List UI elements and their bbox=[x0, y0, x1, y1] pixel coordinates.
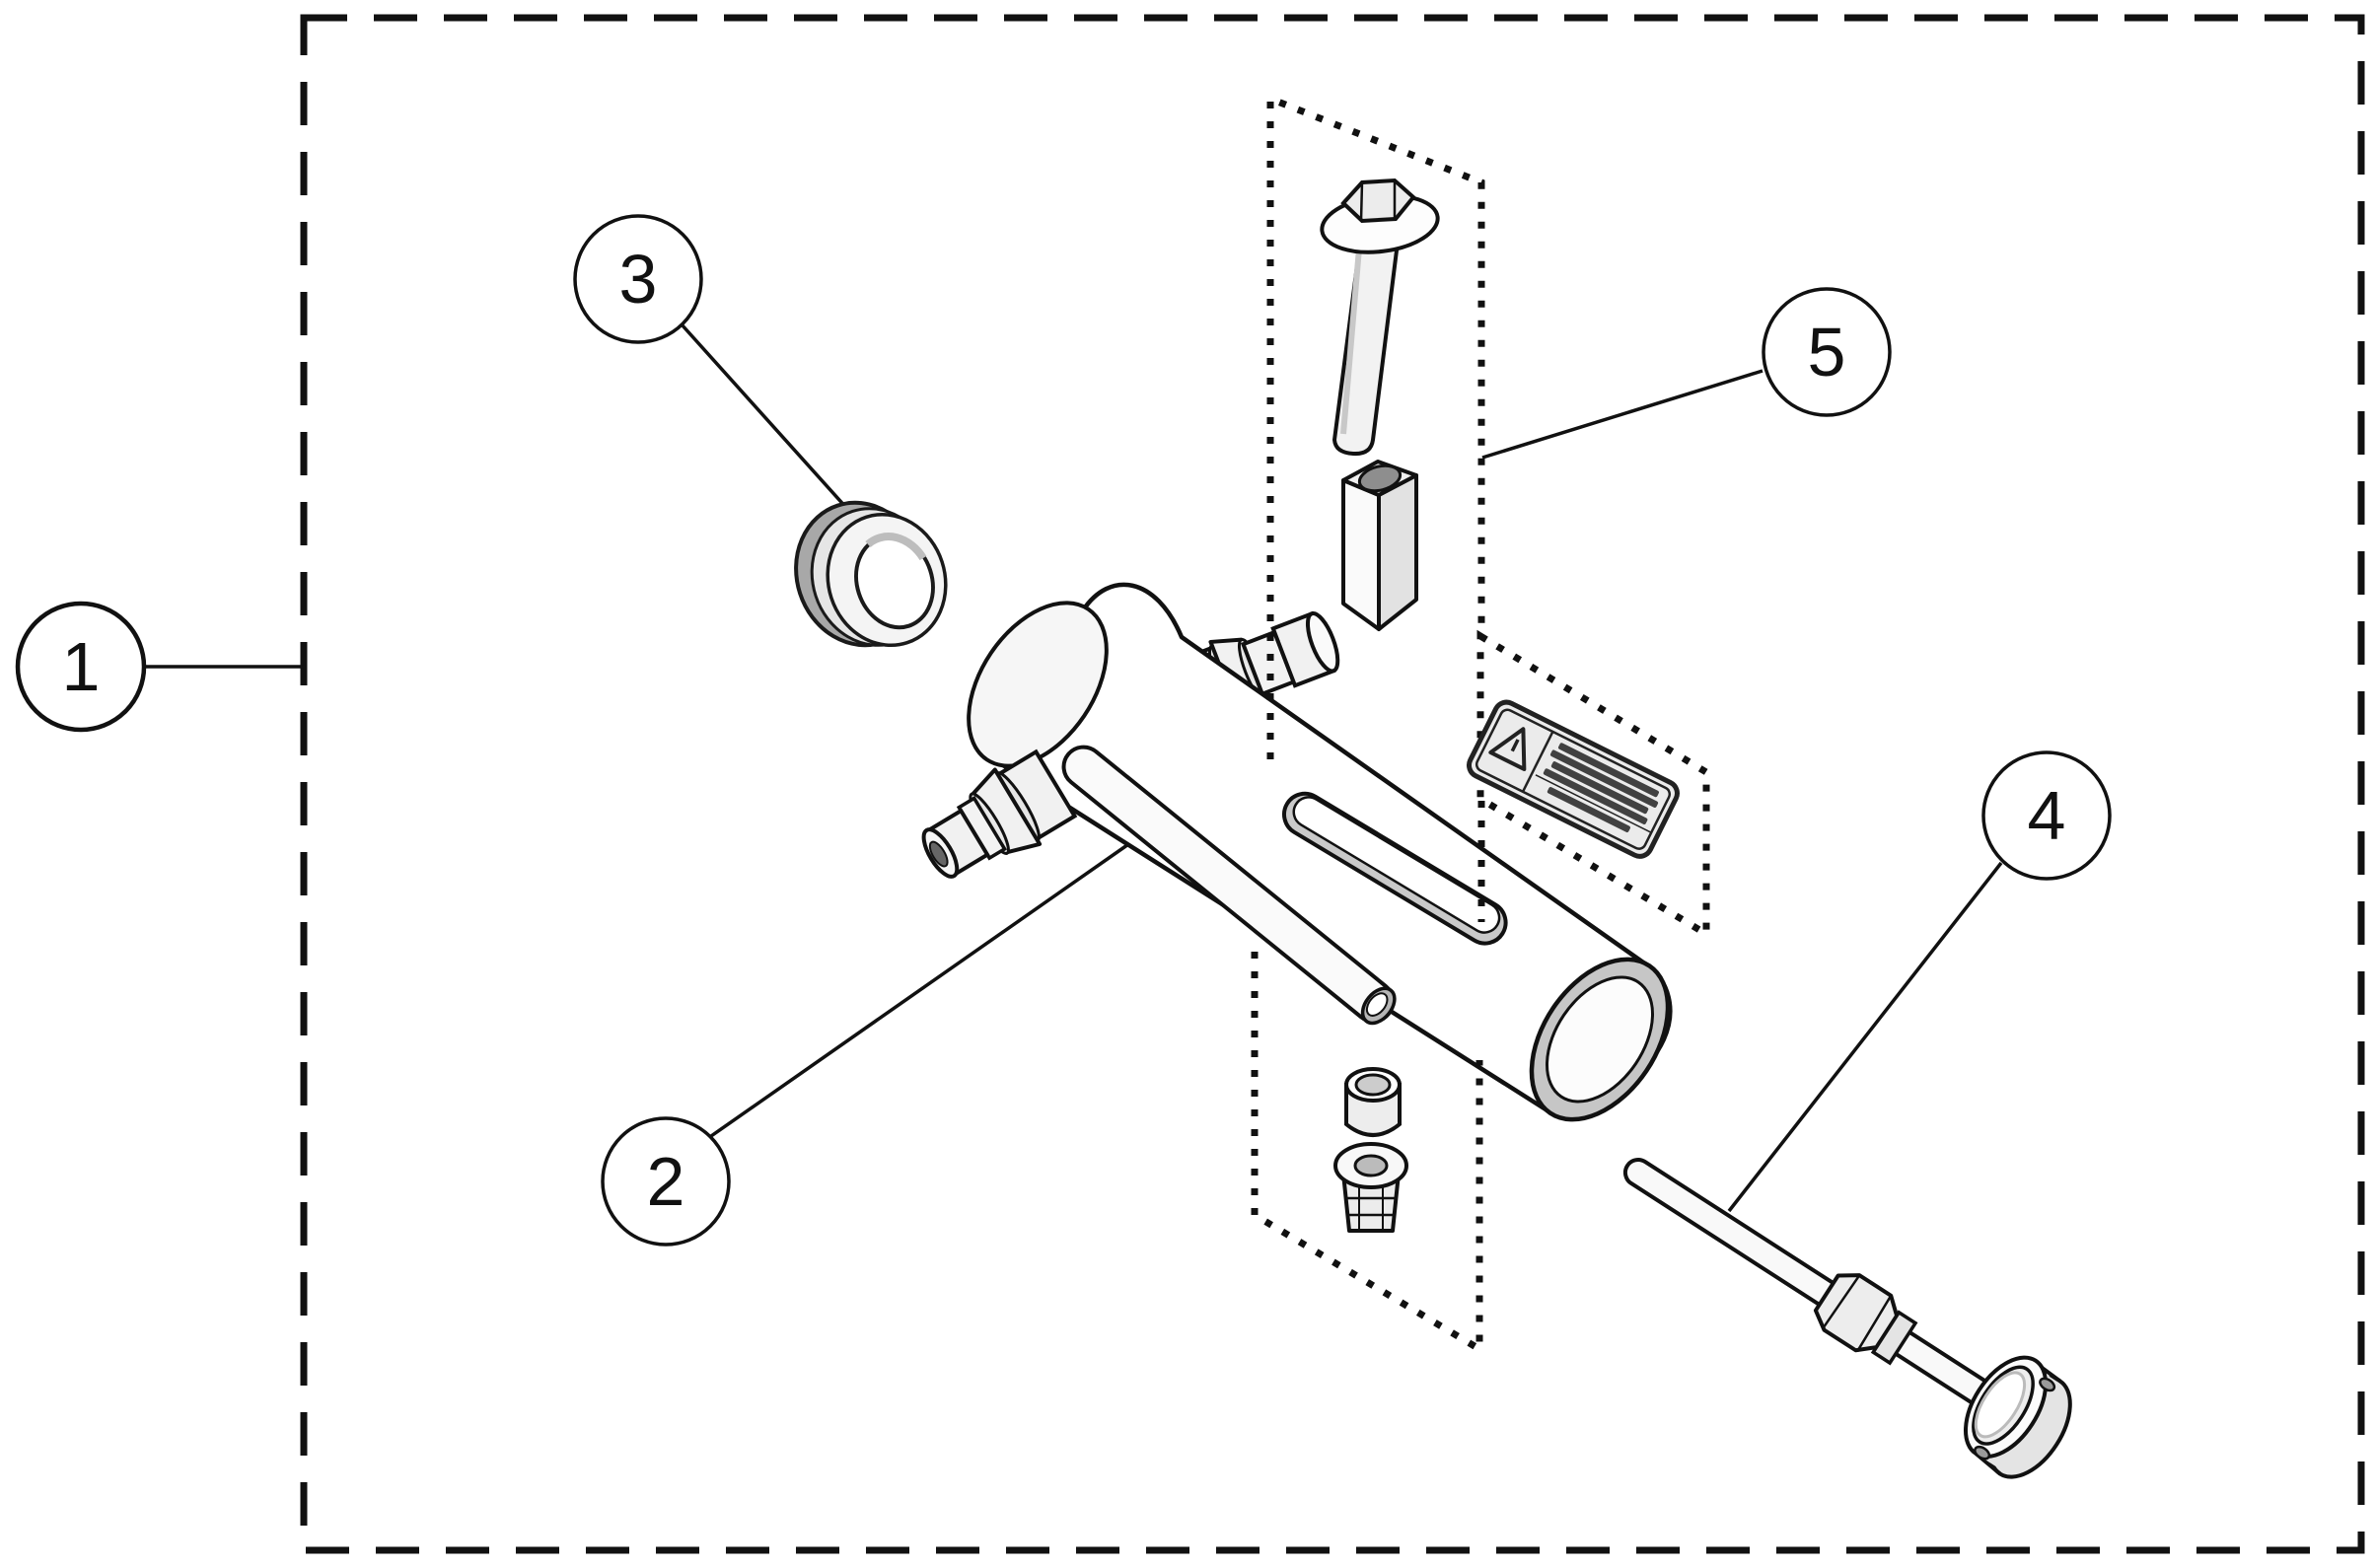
tube-mouth bbox=[1529, 957, 1671, 1122]
callout-4-bubble bbox=[1981, 750, 2112, 881]
hex-nut-facets bbox=[1821, 1274, 1893, 1352]
callout-1-number: 1 bbox=[62, 628, 101, 705]
manifold-body bbox=[967, 582, 1673, 1122]
plug-skirt-bands bbox=[1344, 1196, 1398, 1217]
warning-label-plate bbox=[1467, 699, 1680, 859]
slot-inner bbox=[1292, 796, 1501, 934]
callout-2-number: 2 bbox=[647, 1143, 685, 1220]
slot-opening bbox=[1282, 791, 1508, 946]
leader-line-5 bbox=[1481, 369, 1763, 460]
body-end-cap bbox=[967, 601, 1109, 768]
warning-label-divider bbox=[1521, 731, 1554, 793]
flange-bolt bbox=[1320, 178, 1440, 457]
bolt-shank-shading bbox=[1340, 248, 1362, 435]
push-plug bbox=[1333, 1142, 1408, 1233]
grommet bbox=[794, 500, 948, 648]
grommet-hole-shading bbox=[865, 533, 927, 561]
warning-label-fine-print bbox=[1543, 743, 1659, 833]
leader-line-3 bbox=[680, 322, 868, 532]
pickup-tube bbox=[1061, 745, 1397, 1026]
ring-hole-top bbox=[2039, 1377, 2056, 1392]
kit-boundary-dashed-border bbox=[300, 14, 2365, 1554]
leader-line-2 bbox=[709, 838, 1136, 1138]
warning-label-rule bbox=[1535, 774, 1651, 833]
barb-left-bore bbox=[928, 840, 949, 868]
ring-hole-bottom bbox=[1974, 1445, 1991, 1461]
hex-nut-collar bbox=[1870, 1310, 1918, 1366]
callout-4-number: 4 bbox=[2028, 777, 2066, 854]
leader-lines bbox=[146, 322, 2003, 1213]
callout-3-number: 3 bbox=[619, 241, 658, 318]
bolt-hex-facets bbox=[1359, 180, 1397, 222]
mouth-bore bbox=[1545, 975, 1655, 1104]
hardware-box-upper bbox=[1266, 93, 1485, 922]
pickup-tube-bore bbox=[1365, 992, 1389, 1017]
warning-label-inner-border bbox=[1475, 708, 1672, 850]
callout-3-bubble bbox=[573, 214, 703, 344]
warning-triangle-icon bbox=[1488, 727, 1527, 771]
warning-exclamation bbox=[1510, 739, 1520, 752]
callout-5-number: 5 bbox=[1808, 314, 1846, 391]
callout-1-bubble bbox=[15, 601, 147, 733]
warning-label bbox=[1467, 699, 1680, 859]
spacer-side-face bbox=[1377, 473, 1418, 631]
plug-recess bbox=[1353, 1154, 1389, 1177]
barb-right-tip-face bbox=[1305, 611, 1340, 674]
warning-triangle-outline bbox=[1488, 727, 1527, 771]
callouts: 1 2 3 4 5 bbox=[15, 214, 2112, 1247]
barb-fitting-left bbox=[921, 748, 1078, 879]
callout-2-bubble bbox=[601, 1116, 731, 1247]
bushing bbox=[1344, 1067, 1402, 1137]
spacer-hole bbox=[1357, 463, 1403, 493]
spacer-front-face bbox=[1341, 478, 1381, 631]
spacer-block bbox=[1341, 460, 1418, 631]
bolt-shank bbox=[1331, 233, 1402, 457]
rod-shaft bbox=[1622, 1158, 1996, 1409]
callout-5-bubble bbox=[1762, 287, 1892, 417]
tool-rod bbox=[1622, 1158, 2072, 1479]
ring-end bbox=[1963, 1355, 2072, 1479]
leader-line-4 bbox=[1727, 861, 2003, 1213]
pickup-tube-body bbox=[1061, 745, 1396, 1024]
bushing-bore bbox=[1354, 1073, 1392, 1097]
ring-bore-inner bbox=[1974, 1371, 2027, 1439]
hardware-boxes bbox=[1251, 93, 1710, 1356]
hex-nut bbox=[1813, 1273, 1918, 1366]
